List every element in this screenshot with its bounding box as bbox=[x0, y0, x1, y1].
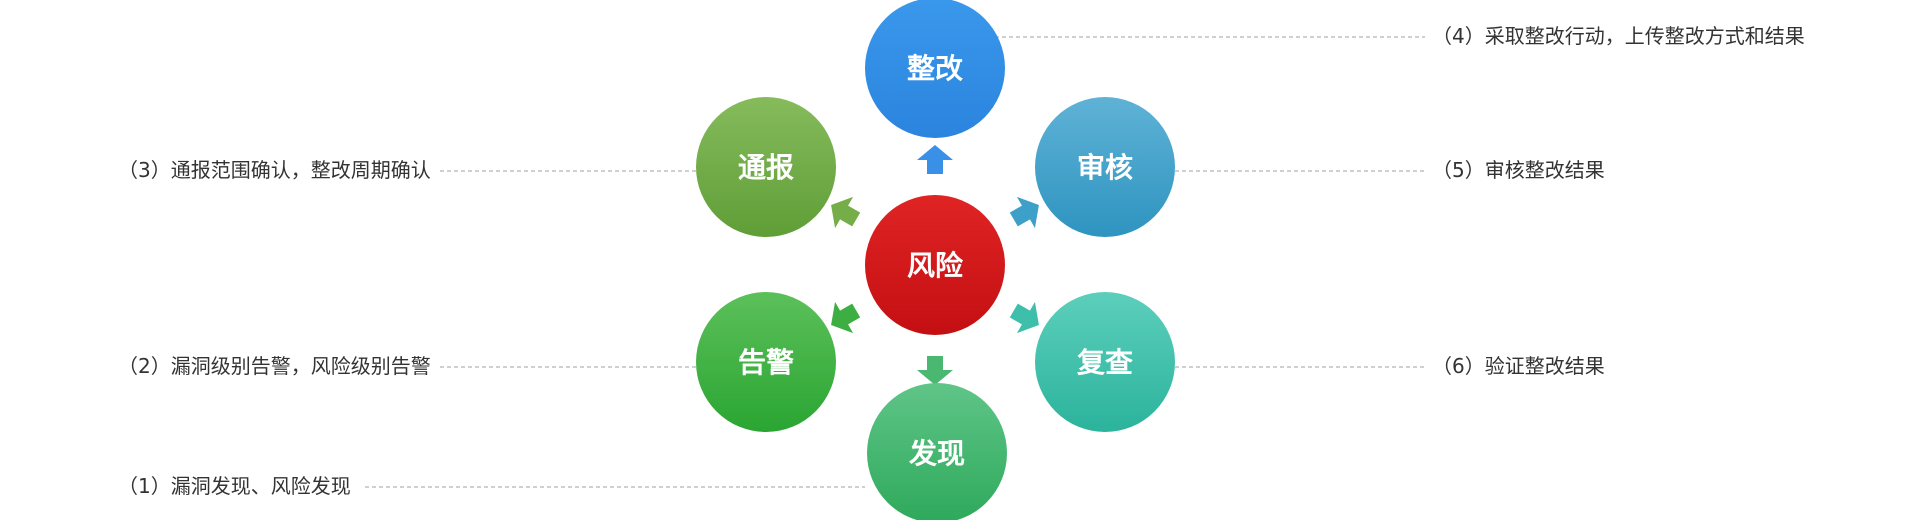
node-center-circle bbox=[865, 195, 1005, 335]
node-discover-circle bbox=[867, 383, 1007, 520]
node-notify: 通报 bbox=[696, 97, 836, 237]
description-2: （2）漏洞级别告警，风险级别告警 bbox=[118, 354, 431, 378]
node-center-label: 风险 bbox=[907, 249, 964, 282]
node-review-label: 审核 bbox=[1077, 151, 1133, 184]
node-discover: 发现 bbox=[867, 383, 1007, 520]
leader-lines bbox=[365, 36, 1425, 488]
description-5: （5）审核整改结果 bbox=[1432, 158, 1605, 182]
arrows bbox=[831, 145, 1039, 385]
node-notify-circle bbox=[696, 97, 836, 237]
arrow-to-discover bbox=[917, 356, 953, 385]
node-review-circle bbox=[1035, 97, 1175, 237]
node-discover-label: 发现 bbox=[908, 437, 965, 470]
node-rectify: 整改 bbox=[865, 0, 1005, 138]
node-alarm-circle bbox=[696, 292, 836, 432]
description-3: （3）通报范围确认，整改周期确认 bbox=[118, 158, 431, 182]
node-alarm: 告警 bbox=[696, 292, 836, 432]
node-rectify-circle bbox=[865, 0, 1005, 138]
arrow-to-rectify bbox=[917, 145, 953, 174]
description-1: （1）漏洞发现、风险发现 bbox=[118, 474, 351, 498]
node-rectify-label: 整改 bbox=[907, 52, 963, 85]
description-6: （6）验证整改结果 bbox=[1432, 354, 1605, 378]
arrow-to-recheck bbox=[1009, 301, 1039, 334]
node-notify-label: 通报 bbox=[738, 151, 794, 184]
node-recheck-label: 复查 bbox=[1077, 346, 1133, 379]
arrow-to-alarm bbox=[831, 301, 861, 334]
description-4: （4）采取整改行动，上传整改方式和结果 bbox=[1432, 24, 1805, 48]
node-recheck-circle bbox=[1035, 292, 1175, 432]
arrow-to-review bbox=[1009, 196, 1039, 229]
node-review: 审核 bbox=[1035, 97, 1175, 237]
node-center: 风险 bbox=[865, 195, 1005, 335]
node-recheck: 复查 bbox=[1035, 292, 1175, 432]
arrow-to-notify bbox=[831, 196, 861, 229]
node-alarm-label: 告警 bbox=[738, 346, 794, 379]
